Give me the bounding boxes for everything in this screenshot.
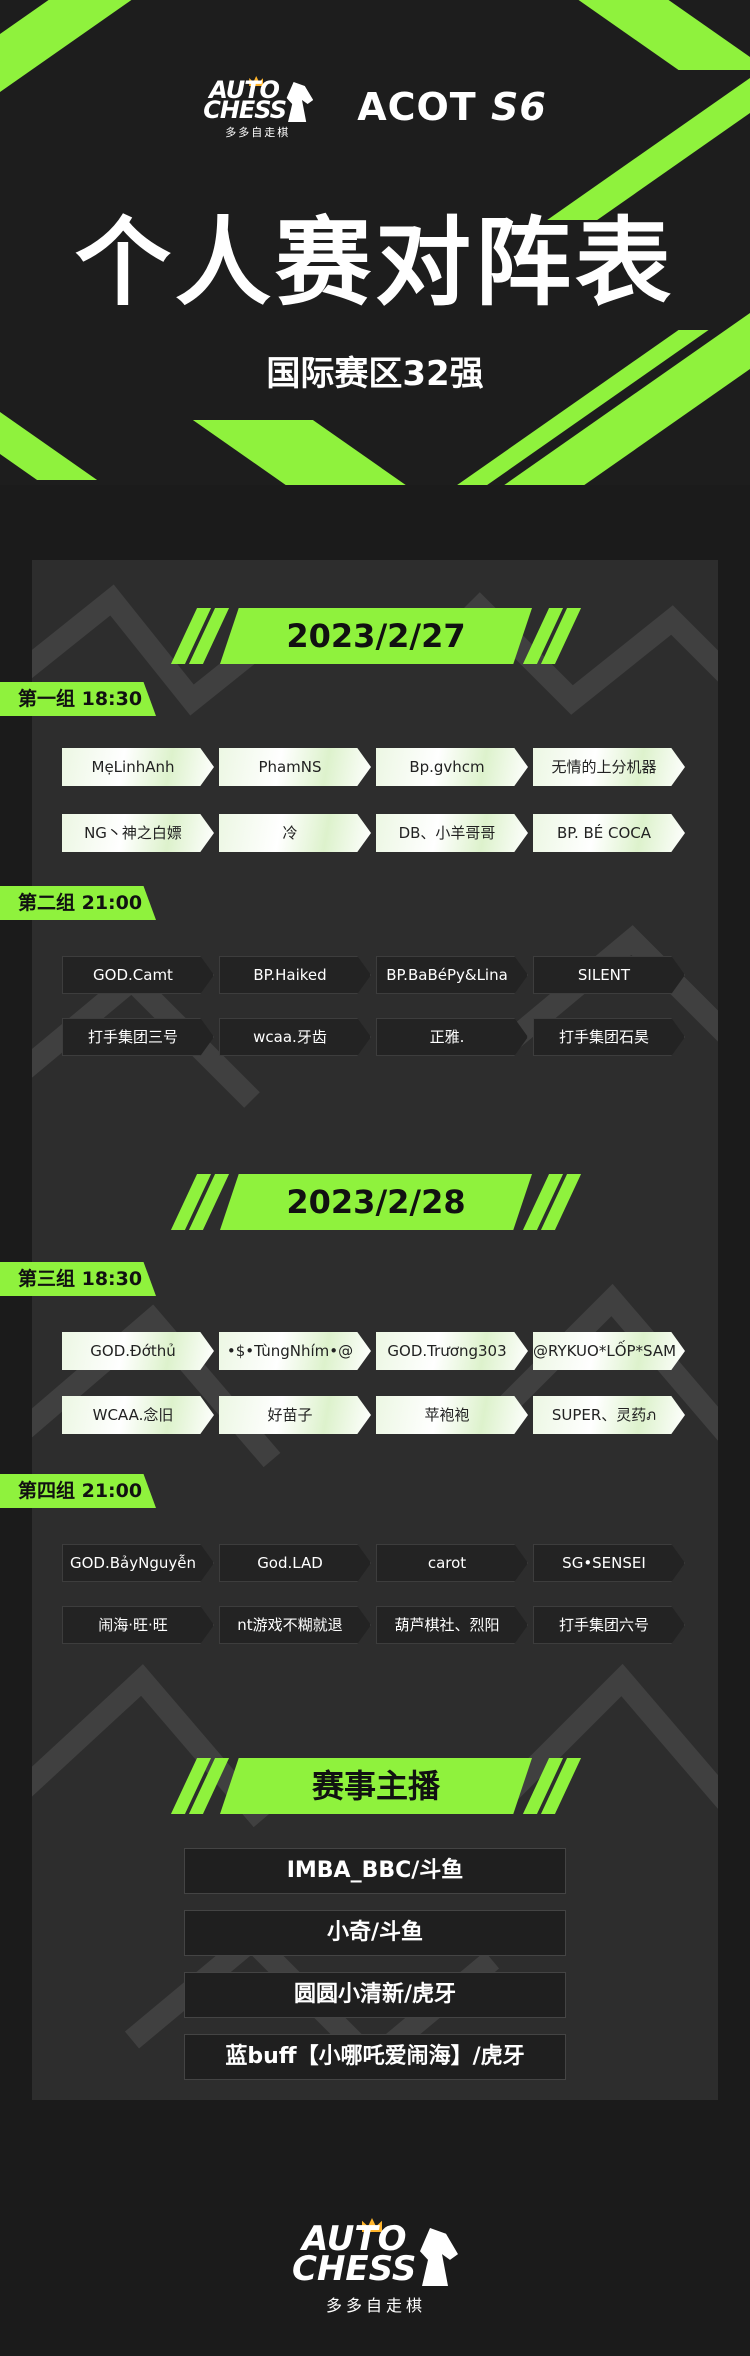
player-pill: 葫芦棋社、烈阳 — [376, 1606, 528, 1644]
player-pill: PhamNS — [219, 748, 371, 786]
banner-plate — [220, 1758, 532, 1814]
banner-plate — [220, 1174, 532, 1230]
player-pill: SUPER、灵药ภ — [533, 1396, 685, 1434]
player-pill: 打手集团三号 — [62, 1018, 214, 1056]
player-pill: •$•TùngNhím•@ — [219, 1332, 371, 1370]
player-pill: GOD.Camt — [62, 956, 214, 994]
player-pill: SILENT — [533, 956, 685, 994]
player-pill: MẹLinhAnh — [62, 748, 214, 786]
player-pill: BP. BÉ COCA — [533, 814, 685, 852]
player-pill: 好苗子 — [219, 1396, 371, 1434]
group-label: 第四组 21:00 — [0, 1474, 156, 1508]
player-pill: God.LAD — [219, 1544, 371, 1582]
knight-icon — [420, 2228, 458, 2286]
date-label: 2023/2/27 — [286, 617, 466, 655]
casters-title: 赛事主播 — [311, 1767, 440, 1805]
player-pill: BP.BaBéPy&Lina — [376, 956, 528, 994]
player-pill: 苹袍袍 — [376, 1396, 528, 1434]
banner-plate — [220, 608, 532, 664]
player-pill: Bp.gvhcm — [376, 748, 528, 786]
player-pill: SG•SENSEI — [533, 1544, 685, 1582]
auto-chess-logo: AUTO CHESS 多多自走棋 — [203, 76, 314, 139]
decor-slash — [192, 420, 428, 485]
page-subtitle: 国际赛区32强 — [266, 354, 484, 394]
player-pill: GOD.BảyNguyễn — [62, 1544, 214, 1582]
caster-item: 圆圆小清新/虎牙 — [184, 1972, 566, 2018]
group-label: 第一组 18:30 — [0, 682, 156, 716]
player-pill: 闹海·旺·旺 — [62, 1606, 214, 1644]
player-pill: 打手集团六号 — [533, 1606, 685, 1644]
caster-item: 小奇/斗鱼 — [184, 1910, 566, 1956]
player-pill: 打手集团石昊 — [533, 1018, 685, 1056]
player-pill: 无情的上分机器 — [533, 748, 685, 786]
casters-banner: 赛事主播 — [170, 1758, 582, 1814]
player-pill: GOD.Trương303 — [376, 1332, 528, 1370]
player-pill: NG丶神之白嫖 — [62, 814, 214, 852]
group-label: 第三组 18:30 — [0, 1262, 156, 1296]
event-name: ACOT S6 — [357, 85, 547, 129]
crown-icon — [249, 76, 264, 86]
group-label: 第二组 21:00 — [0, 886, 156, 920]
player-pill: 正雅. — [376, 1018, 528, 1056]
date-label: 2023/2/28 — [286, 1183, 466, 1221]
player-pill: BP.Haiked — [219, 956, 371, 994]
header-banner: AUTO CHESS 多多自走棋 ACOT S6 个人赛对阵表 国际赛区32强 — [0, 0, 750, 485]
date-banner-day1: 2023/2/27 — [170, 608, 582, 664]
player-pill: @RYKUO*LỐP*SAM — [533, 1332, 685, 1370]
player-pill: DB、小羊哥哥 — [376, 814, 528, 852]
caster-item: IMBA_BBC/斗鱼 — [184, 1848, 566, 1894]
date-banner-day2: 2023/2/28 — [170, 1174, 582, 1230]
player-pill: wcaa.牙齿 — [219, 1018, 371, 1056]
player-pill: 冷 — [219, 814, 371, 852]
player-pill: WCAA.念旧 — [62, 1396, 214, 1434]
player-pill: GOD.Đớthủ — [62, 1332, 214, 1370]
footer-logo: AUTO CHESS 多多自走棋 — [292, 2218, 458, 2315]
player-pill: carot — [376, 1544, 528, 1582]
caster-item: 蓝buff【小哪吒爱闹海】/虎牙 — [184, 2034, 566, 2080]
decor-slash — [521, 0, 750, 70]
page-title: 个人赛对阵表 — [75, 207, 675, 319]
knight-icon — [286, 82, 314, 122]
player-pill: nt游戏不糊就退 — [219, 1606, 371, 1644]
